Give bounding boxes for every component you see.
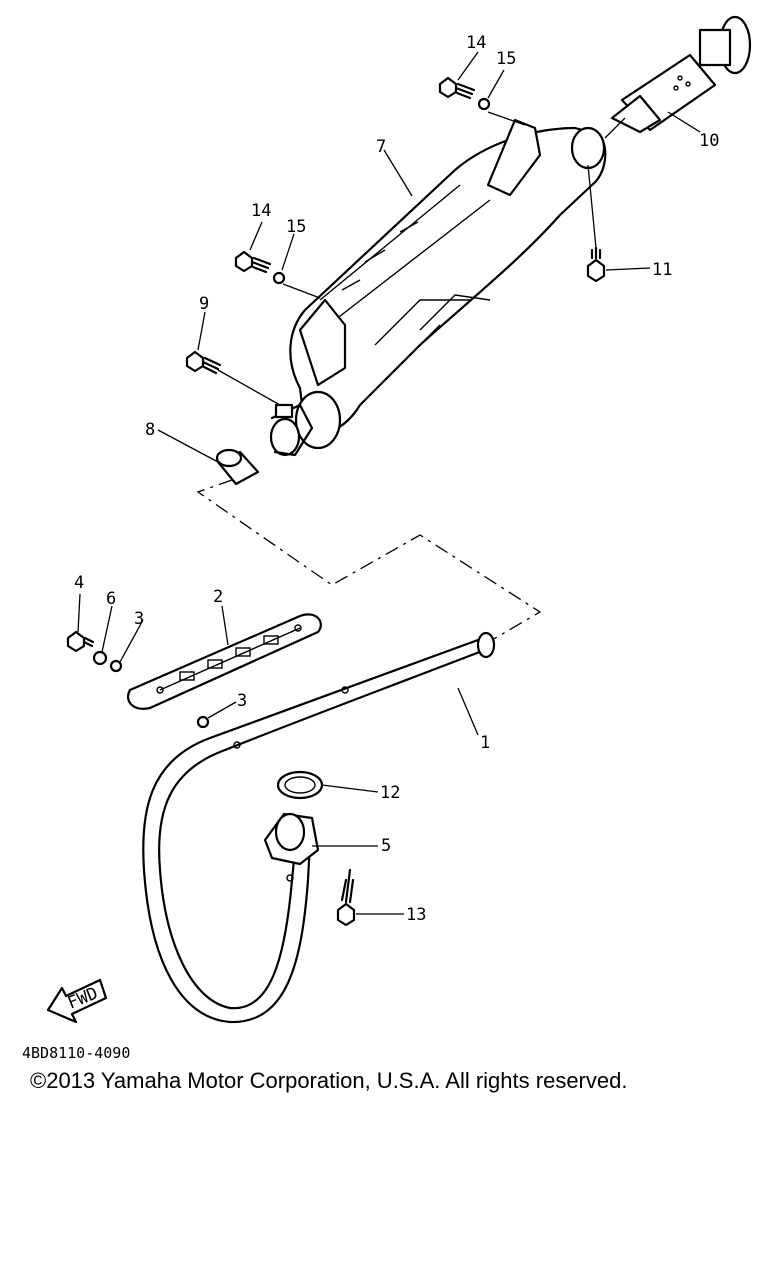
callout-12: 12 (380, 783, 400, 803)
exhaust-parts-diagram: FWD 1 2 3 3 4 5 6 7 8 (46, 15, 752, 1024)
callout-3-lower: 3 (237, 691, 247, 711)
copyright-notice: ©2013 Yamaha Motor Corporation, U.S.A. A… (30, 1068, 628, 1093)
fwd-arrow-icon: FWD (46, 978, 108, 1024)
callout-11: 11 (652, 260, 672, 280)
bolt-11 (586, 246, 606, 283)
callout-10: 10 (699, 131, 719, 151)
callout-14-middle: 14 (251, 201, 271, 221)
callout-5: 5 (381, 836, 391, 856)
muffler (269, 118, 607, 457)
washer-15-middle (272, 271, 286, 285)
callout-4: 4 (74, 573, 84, 593)
callout-2: 2 (213, 587, 223, 607)
washer-15-top (477, 97, 491, 111)
callout-15-top: 15 (496, 49, 516, 69)
gasket-ring-12 (276, 770, 324, 800)
washer-6 (92, 650, 108, 666)
leader-lines (77, 51, 701, 915)
callout-8: 8 (145, 420, 155, 440)
assembly-path (196, 479, 542, 641)
callout-6: 6 (106, 589, 116, 609)
exhaust-pipe (142, 631, 496, 1024)
bolt-14-middle (234, 250, 272, 274)
callout-13: 13 (406, 905, 426, 925)
callout-14-top: 14 (466, 33, 486, 53)
washer-3-left (109, 659, 123, 673)
bolt-9 (185, 350, 222, 375)
bolt-14-top (438, 76, 476, 100)
spark-arrester (610, 15, 752, 134)
callout-9: 9 (199, 294, 209, 314)
bolt-13 (336, 868, 356, 927)
washer-3-lower (196, 715, 210, 729)
callout-3-left: 3 (134, 609, 144, 629)
flange-5 (263, 812, 320, 866)
callout-7: 7 (376, 137, 386, 157)
gasket-8 (215, 448, 260, 486)
bolt-4 (66, 630, 95, 653)
callout-15-middle: 15 (286, 217, 306, 237)
heat-protector (126, 613, 322, 710)
diagram-code: 4BD8110-4090 (22, 1044, 131, 1062)
callout-labels: 1 2 3 3 4 5 6 7 8 9 10 11 12 13 14 14 15… (74, 33, 719, 925)
callout-1: 1 (480, 733, 490, 753)
